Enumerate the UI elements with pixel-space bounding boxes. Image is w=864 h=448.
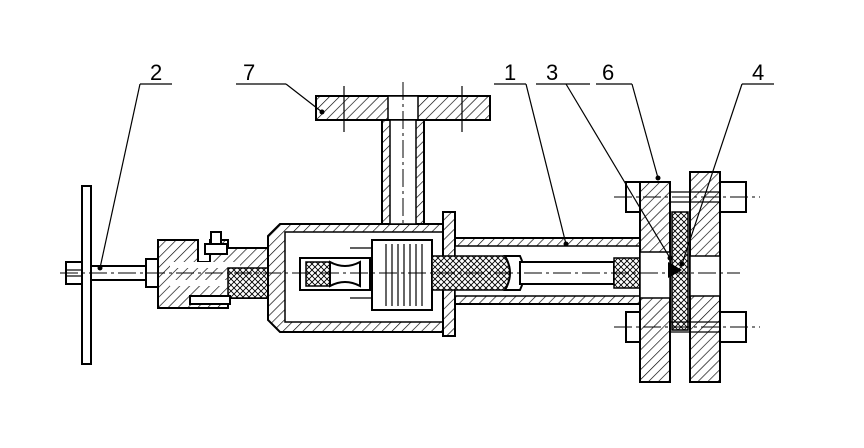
callout-4: 4 bbox=[752, 60, 764, 85]
leader-lines bbox=[99, 83, 774, 269]
outlet-flange-right bbox=[689, 171, 721, 383]
leader-dots bbox=[97, 109, 685, 271]
callout-3: 3 bbox=[546, 60, 558, 85]
callout-2: 2 bbox=[150, 60, 162, 85]
callout-6: 6 bbox=[602, 60, 614, 85]
handwheel bbox=[81, 185, 92, 365]
callout-7: 7 bbox=[243, 60, 255, 85]
inlet-pipe bbox=[381, 82, 425, 226]
seat-gasket bbox=[668, 211, 689, 331]
flange-bolts bbox=[614, 181, 760, 343]
outlet-flange-left bbox=[639, 181, 671, 383]
callout-1: 1 bbox=[504, 60, 516, 85]
barrel bbox=[431, 237, 655, 305]
packing-gland bbox=[157, 231, 269, 309]
disc-stack bbox=[299, 239, 433, 311]
